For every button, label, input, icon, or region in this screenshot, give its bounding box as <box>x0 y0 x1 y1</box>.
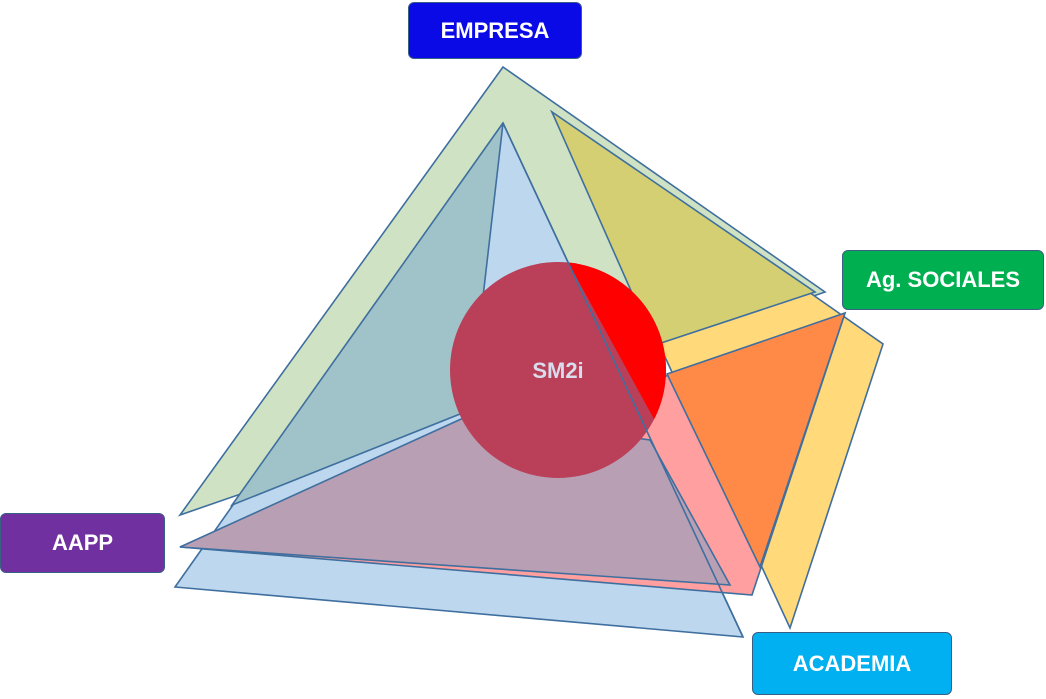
academia-label: ACADEMIA <box>752 632 952 695</box>
sociales-aapp-overlap <box>665 311 847 570</box>
sm2i-label: SM2i <box>532 358 583 383</box>
academia-triangle-edge <box>502 122 744 638</box>
empresa-sociales-overlap <box>550 109 817 346</box>
empresa-academia-overlap <box>229 122 504 507</box>
sm2i-circle-highlight <box>568 262 666 478</box>
ag-sociales-label: Ag. SOCIALES <box>842 250 1044 310</box>
aapp-label: AAPP <box>0 513 165 573</box>
empresa-label: EMPRESA <box>408 2 582 59</box>
